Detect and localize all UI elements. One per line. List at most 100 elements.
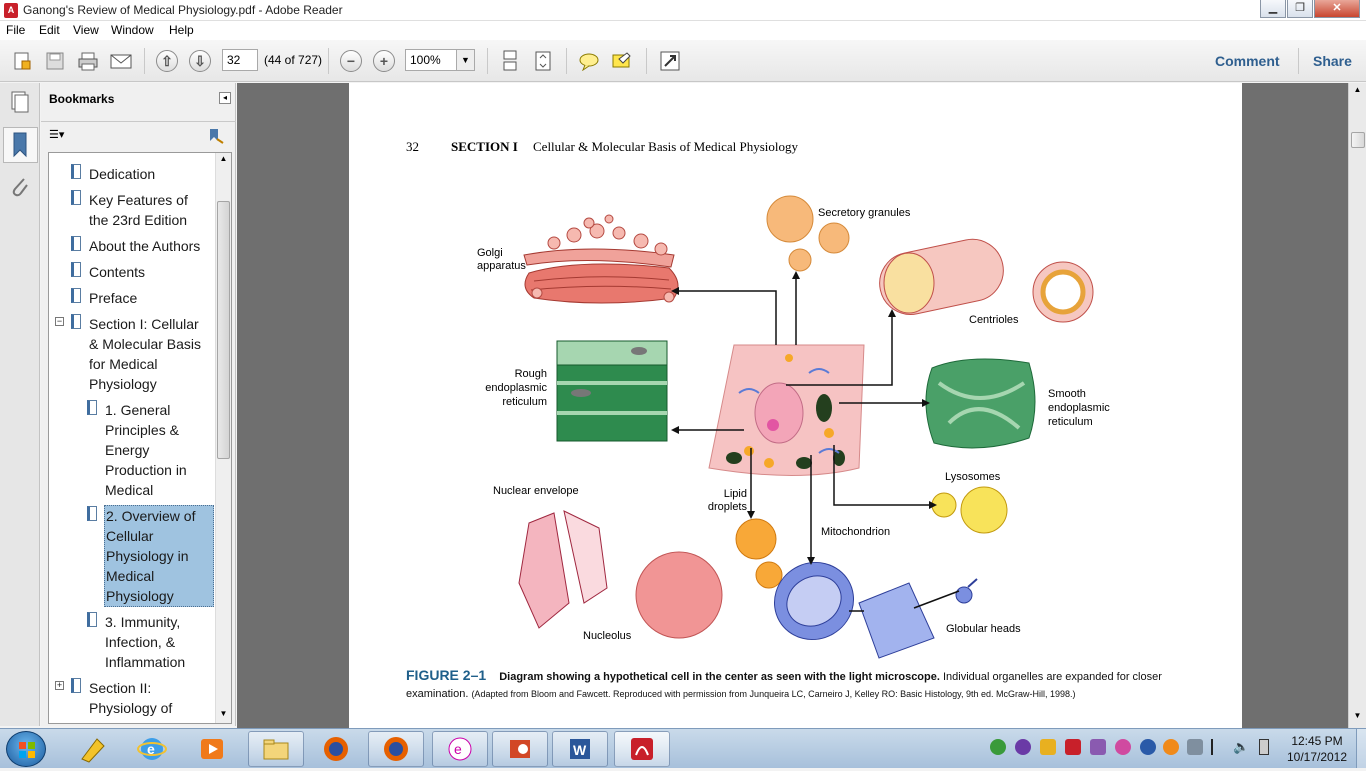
bookmark-item-chapter-3[interactable]: 3. Immunity, Infection, & Inflammation xyxy=(105,614,186,670)
scrolling-mode-icon[interactable] xyxy=(498,49,522,73)
page-thumbnails-icon[interactable] xyxy=(7,89,33,115)
chevron-down-icon[interactable]: ▼ xyxy=(456,50,474,70)
tray-icon[interactable] xyxy=(1090,739,1106,755)
close-button[interactable]: ✕ xyxy=(1314,0,1360,18)
security-tray-icon[interactable] xyxy=(990,739,1006,755)
create-pdf-icon[interactable] xyxy=(10,49,34,73)
svg-text:W: W xyxy=(573,742,587,758)
nuclear-envelope-illustration xyxy=(518,510,608,629)
firefox-window-icon[interactable] xyxy=(368,731,424,767)
collapse-panel-icon[interactable]: ◂ xyxy=(219,92,231,104)
scroll-up-icon[interactable]: ▲ xyxy=(219,154,228,163)
section-title: Cellular & Molecular Basis of Medical Ph… xyxy=(533,139,799,154)
pdf-page: 32 SECTION I Cellular & Molecular Basis … xyxy=(349,83,1242,728)
clock-time[interactable]: 12:45 PM xyxy=(1291,734,1343,748)
previous-page-icon[interactable]: ⇧ xyxy=(155,49,179,73)
clock-date[interactable]: 10/17/2012 xyxy=(1286,750,1348,764)
media-player-icon[interactable] xyxy=(184,731,240,767)
volume-icon[interactable]: 🔈 xyxy=(1233,739,1250,754)
tray-icon[interactable] xyxy=(1140,739,1156,755)
sticky-note-icon[interactable] xyxy=(577,49,601,73)
collapse-icon[interactable]: − xyxy=(55,316,64,326)
tray-icon[interactable] xyxy=(1115,739,1131,755)
app-window-icon[interactable]: e xyxy=(432,731,488,767)
file-explorer-icon[interactable] xyxy=(248,731,304,767)
expand-bookmark-icon[interactable] xyxy=(205,127,225,145)
figure-label: FIGURE 2–1 xyxy=(406,667,487,683)
print-icon[interactable] xyxy=(76,49,100,73)
tray-icon[interactable] xyxy=(1015,739,1031,755)
expand-icon[interactable]: + xyxy=(55,680,64,690)
zoom-select[interactable]: 100% ▼ xyxy=(405,49,475,71)
panel-splitter[interactable] xyxy=(237,380,243,420)
email-icon[interactable] xyxy=(109,49,133,73)
bookmark-item-key-features[interactable]: Key Features of the 23rd Edition xyxy=(89,192,188,228)
section-label: SECTION I xyxy=(451,139,518,154)
network-icon[interactable] xyxy=(1187,739,1203,755)
scrollbar-thumb[interactable] xyxy=(217,201,230,459)
comment-pane-button[interactable]: Comment xyxy=(1215,53,1280,69)
bookmark-item-preface[interactable]: Preface xyxy=(89,290,138,306)
taskbar-app-1-icon[interactable] xyxy=(64,731,120,767)
smooth-er-illustration xyxy=(925,358,1036,449)
menu-view[interactable]: View xyxy=(73,23,99,37)
label-lipid-droplets: Lipid droplets xyxy=(707,488,747,513)
golgi-illustration xyxy=(523,214,679,304)
scrollbar-thumb[interactable] xyxy=(1351,132,1365,148)
tray-icon[interactable] xyxy=(1163,739,1179,755)
page-number-input[interactable]: 32 xyxy=(222,49,258,71)
bookmark-item-section-1[interactable]: Section I: Cellular & Molecular Basis fo… xyxy=(89,316,202,392)
zoom-out-icon[interactable]: − xyxy=(339,49,363,73)
powerpoint-icon[interactable] xyxy=(492,731,548,767)
page-count: (44 of 727) xyxy=(264,53,323,67)
svg-text:e: e xyxy=(454,741,462,757)
adobe-reader-task-icon[interactable] xyxy=(614,731,670,767)
bookmark-item-chapter-1[interactable]: 1. General Principles & Energy Productio… xyxy=(105,402,187,498)
bookmark-tree[interactable]: ▲ ▼ Dedication Key Features of the 23rd … xyxy=(48,152,232,724)
tray-icon[interactable] xyxy=(1040,739,1056,755)
highlight-icon[interactable] xyxy=(610,49,634,73)
scroll-down-icon[interactable]: ▼ xyxy=(1353,711,1362,720)
lipid-droplets-illustration xyxy=(735,518,783,589)
caption-bold: Diagram showing a hypothetical cell in t… xyxy=(499,671,940,683)
flag-icon[interactable] xyxy=(1211,739,1225,755)
label-smooth-er: Smooth endoplasmic reticulum xyxy=(1048,388,1110,428)
bookmark-item-dedication[interactable]: Dedication xyxy=(89,166,156,182)
expand-icon[interactable] xyxy=(658,49,682,73)
options-menu-icon[interactable]: ☰▾ xyxy=(49,129,65,141)
save-icon[interactable] xyxy=(43,49,67,73)
next-page-icon[interactable]: ⇩ xyxy=(188,49,212,73)
zoom-in-icon[interactable]: + xyxy=(372,49,396,73)
bookmark-scrollbar[interactable]: ▲ ▼ xyxy=(215,153,231,723)
maximize-button[interactable]: ❐ xyxy=(1287,0,1313,18)
bookmark-item-chapter-2-selected[interactable]: 2. Overview of Cellular Physiology in Me… xyxy=(104,505,214,607)
bookmark-item-section-2[interactable]: Section II: Physiology of xyxy=(89,680,173,716)
attachments-icon[interactable] xyxy=(8,175,32,199)
minimize-button[interactable]: ▁ xyxy=(1260,0,1286,18)
menu-window[interactable]: Window xyxy=(111,23,154,37)
adobe-tray-icon[interactable] xyxy=(1065,739,1081,755)
document-scrollbar[interactable]: ▲ ▼ xyxy=(1348,83,1366,728)
label-mitochondrion: Mitochondrion xyxy=(821,526,891,538)
menu-help[interactable]: Help xyxy=(169,23,194,37)
menu-file[interactable]: File xyxy=(6,23,26,37)
battery-icon[interactable] xyxy=(1259,739,1269,755)
start-button[interactable] xyxy=(6,731,46,767)
taskbar: e e W 🔈 12:45 PM 10/17/2012 xyxy=(0,728,1366,768)
word-icon[interactable]: W xyxy=(552,731,608,767)
menu-edit[interactable]: Edit xyxy=(39,23,60,37)
label-nucleolus: Nucleolus xyxy=(583,630,632,642)
firefox-icon[interactable] xyxy=(308,731,364,767)
bookmarks-panel-title: Bookmarks xyxy=(49,92,115,106)
bookmark-item-contents[interactable]: Contents xyxy=(89,264,146,280)
fit-page-icon[interactable] xyxy=(531,49,555,73)
bookmark-icon xyxy=(71,190,81,205)
scroll-up-icon[interactable]: ▲ xyxy=(1353,85,1362,94)
centrioles-illustration xyxy=(879,238,1094,323)
show-desktop-button[interactable] xyxy=(1356,729,1366,768)
scroll-down-icon[interactable]: ▼ xyxy=(219,709,228,718)
share-pane-button[interactable]: Share xyxy=(1313,53,1352,69)
internet-explorer-icon[interactable]: e xyxy=(124,731,180,767)
bookmarks-panel-icon[interactable] xyxy=(3,127,38,163)
bookmark-item-about-authors[interactable]: About the Authors xyxy=(89,238,201,254)
